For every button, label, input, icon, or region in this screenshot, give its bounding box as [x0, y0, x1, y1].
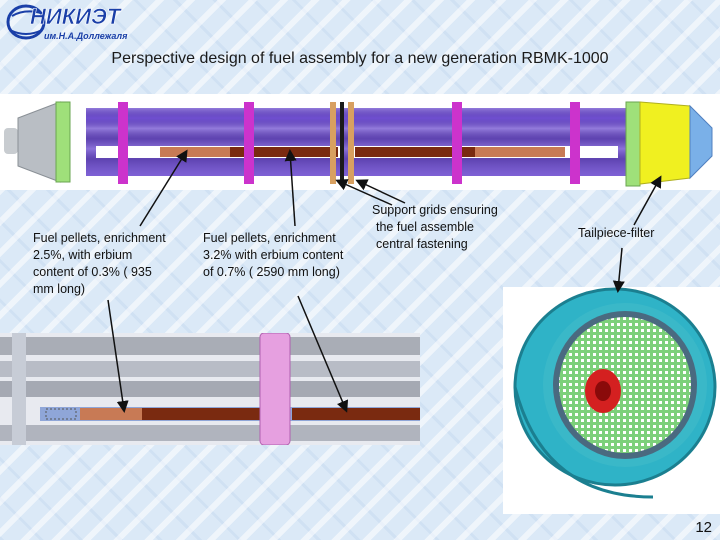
- page-number: 12: [695, 519, 712, 536]
- label-pellets-low-enrichment: Fuel pellets, enrichment 2.5%, with erbi…: [33, 231, 166, 296]
- logo-text: НИКИЭТ: [30, 4, 122, 29]
- fuel-assembly-drawing: [0, 94, 720, 190]
- nikiet-logo: НИКИЭТ им.Н.А.Доллежаля: [6, 4, 128, 41]
- rods-closeup-drawing: [0, 332, 420, 446]
- label-pellets-high-enrichment: Fuel pellets, enrichment 3.2% with erbiu…: [203, 231, 344, 279]
- logo-subtitle: им.Н.А.Доллежаля: [44, 31, 128, 41]
- slide-title: Perspective design of fuel assembly for …: [111, 50, 609, 67]
- label-tailpiece-filter: Tailpiece-filter: [578, 226, 655, 240]
- label-support-grids: Support grids ensuring the fuel assemble…: [372, 203, 498, 251]
- tailpiece-filter-drawing: [503, 287, 720, 514]
